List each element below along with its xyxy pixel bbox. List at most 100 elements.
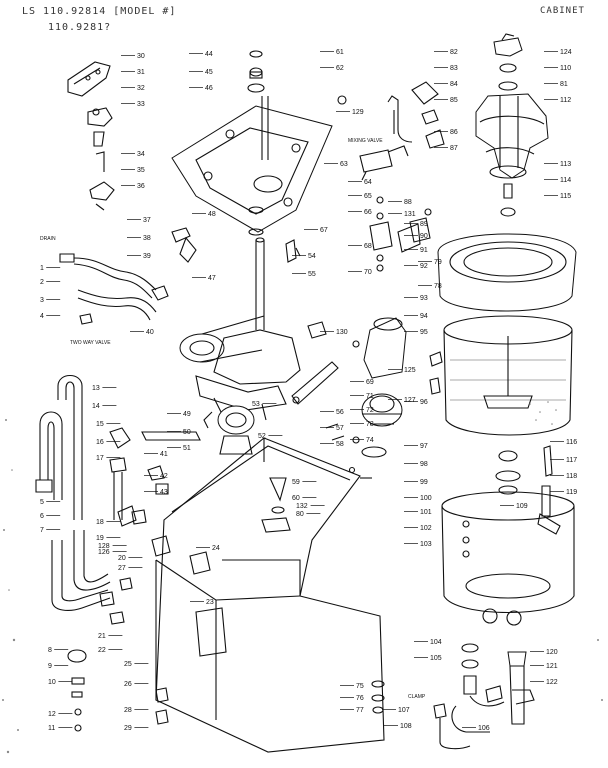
- callout-115: 115: [560, 193, 571, 200]
- callout-31: 31: [137, 69, 145, 76]
- callout-3: 3: [40, 297, 44, 304]
- callout-54: 54: [308, 253, 316, 260]
- drain-pipe-121-122: [507, 651, 535, 725]
- cabinet-parts-59-60-132: [261, 477, 291, 533]
- callout-116: 116: [566, 439, 577, 446]
- drain-hose-13: [57, 374, 83, 520]
- callout-48: 48: [208, 211, 216, 218]
- callout-66: 66: [364, 209, 372, 216]
- callout-124: 124: [560, 49, 572, 56]
- callout-44: 44: [205, 51, 213, 58]
- callout-101: 101: [420, 509, 432, 516]
- agitator-110-112: [475, 63, 549, 179]
- callout-113: 113: [560, 161, 571, 168]
- callout-97: 97: [420, 443, 428, 450]
- callout-114: 114: [560, 177, 571, 184]
- callout-99: 99: [420, 479, 428, 486]
- callout-79: 79: [434, 259, 442, 266]
- scan-noise: [2, 419, 603, 754]
- callout-105: 105: [430, 655, 442, 662]
- callout-106: 106: [478, 725, 490, 732]
- callout-62: 62: [336, 65, 344, 72]
- callout-77: 77: [356, 707, 364, 714]
- callout-107: 107: [398, 707, 410, 714]
- callout-23: 23: [206, 599, 214, 606]
- clamp-hose-107: [433, 703, 471, 750]
- part-125-127: [429, 351, 443, 395]
- drain-hose-lower: [51, 530, 111, 611]
- valve-15-18: [109, 427, 137, 527]
- callout-57: 57: [336, 425, 344, 432]
- callout-76: 76: [356, 695, 364, 702]
- callout-121: 121: [546, 663, 558, 670]
- callout-63: 63: [340, 161, 348, 168]
- bracket-34-36: [89, 151, 115, 211]
- callout-125: 125: [404, 367, 416, 374]
- callout-68: 68: [364, 243, 372, 250]
- callout-64: 64: [364, 179, 372, 186]
- callout-42: 42: [160, 473, 168, 480]
- callout-49: 49: [183, 411, 191, 418]
- support-plate-61: [171, 96, 333, 233]
- callout-8: 8: [48, 647, 52, 654]
- callout-90: 90: [420, 233, 428, 240]
- callout-36: 36: [137, 183, 145, 190]
- callout-73: 73: [366, 421, 374, 428]
- callout-65: 65: [364, 193, 372, 200]
- tub-ring-92: [437, 233, 577, 312]
- callout-52: 52: [258, 433, 266, 440]
- callout-127: 127: [404, 397, 416, 404]
- callout-15: 15: [96, 421, 104, 428]
- callout-14: 14: [92, 403, 100, 410]
- shaft-parts-44-46: [247, 50, 265, 236]
- callout-39: 39: [143, 253, 151, 260]
- agitator-cap-124: [493, 33, 523, 57]
- drain-hose-14: [35, 411, 63, 500]
- model-header-line1: LS 110.92814 [MODEL #]: [22, 6, 177, 17]
- callout-95: 95: [420, 329, 428, 336]
- callout-30: 30: [137, 53, 145, 60]
- fill-hoses: [59, 253, 169, 325]
- callout-labels: 30 31 32 33 34 35 36 37 38 39 1 2 3 4 40…: [40, 49, 577, 732]
- leader-lines: [46, 51, 564, 728]
- pump-parts-104-108: [451, 643, 505, 733]
- section-header: CABINET: [540, 6, 585, 16]
- callout-75: 75: [356, 683, 364, 690]
- callout-70: 70: [364, 269, 372, 276]
- callout-35: 35: [137, 167, 145, 174]
- callout-102: 102: [420, 525, 432, 532]
- callout-80: 80: [296, 511, 304, 518]
- callout-67: 67: [320, 227, 328, 234]
- callout-37: 37: [143, 217, 151, 224]
- callout-126: 126: [98, 549, 110, 556]
- callout-61: 61: [336, 49, 344, 56]
- callout-91: 91: [420, 247, 428, 254]
- callout-18: 18: [96, 519, 104, 526]
- callout-87: 87: [450, 145, 458, 152]
- callout-72: 72: [366, 407, 374, 414]
- callout-86: 86: [450, 129, 458, 136]
- diagram-notes: DRAIN TWO WAY VALVE MIXING VALVE CLAMP: [40, 138, 426, 700]
- callout-9: 9: [48, 663, 52, 670]
- callout-96: 96: [420, 399, 428, 406]
- callout-84: 84: [450, 81, 458, 88]
- callout-59: 59: [292, 479, 300, 486]
- cabinet-frame: [155, 437, 385, 753]
- callout-46: 46: [205, 85, 213, 92]
- clip-33: [87, 107, 113, 147]
- hose-129-62: [337, 95, 413, 143]
- callout-104: 104: [430, 639, 442, 646]
- callout-82: 82: [450, 49, 458, 56]
- motor-48-52: [203, 405, 255, 455]
- part-130: [307, 321, 327, 339]
- callout-13: 13: [92, 385, 100, 392]
- callout-32: 32: [137, 85, 145, 92]
- hose-41-43: [141, 431, 201, 495]
- callout-22: 22: [98, 647, 106, 654]
- callout-130: 130: [336, 329, 348, 336]
- mixing-valve-63: [359, 145, 409, 181]
- callout-20: 20: [118, 555, 126, 562]
- callout-43: 43: [160, 489, 168, 496]
- callout-120: 120: [546, 649, 558, 656]
- callout-98: 98: [420, 461, 428, 468]
